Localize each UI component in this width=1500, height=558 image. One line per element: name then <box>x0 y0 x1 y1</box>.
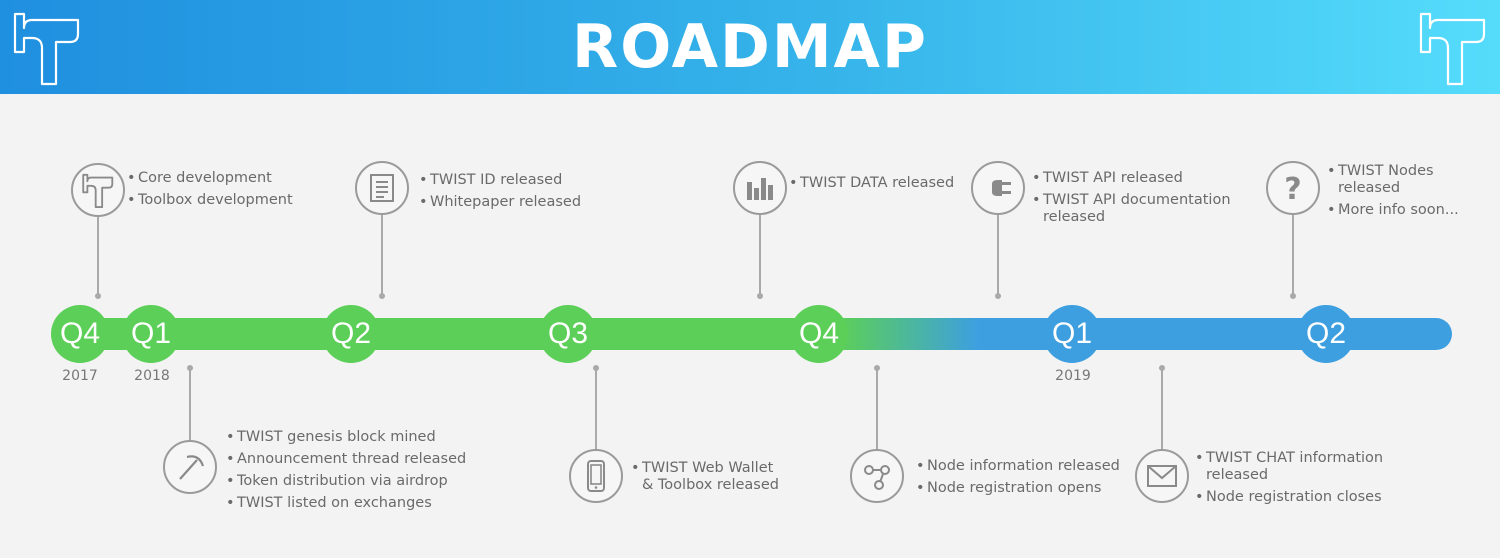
quarter-marker: Q2 <box>322 305 380 363</box>
connector-line <box>381 215 383 295</box>
timeline-track <box>60 318 1452 350</box>
plug-icon <box>984 180 1011 196</box>
connector-line <box>97 215 99 295</box>
milestone-item: TWIST API documentation released <box>1032 192 1231 226</box>
milestone-list: Core development Toolbox development <box>127 170 293 214</box>
connector-dot <box>757 293 763 299</box>
milestone-icon-circle <box>850 449 904 503</box>
envelope-icon <box>1147 465 1177 487</box>
year-label: 2018 <box>134 368 170 384</box>
milestone-list: TWIST Web Wallet & Toolbox released <box>631 460 779 499</box>
milestone-list: TWIST API released TWIST API documentati… <box>1032 170 1231 231</box>
question-mark-icon: ? <box>1284 172 1301 204</box>
svg-text:?: ? <box>1284 172 1301 204</box>
milestone-item: TWIST genesis block mined <box>226 429 466 446</box>
milestone-list: TWIST Nodes released More info soon... <box>1327 163 1459 224</box>
milestone-item: Toolbox development <box>127 192 293 209</box>
twist-logo-icon <box>82 173 114 208</box>
milestone-list: TWIST ID released Whitepaper released <box>419 172 581 216</box>
milestone-item: Node registration opens <box>916 480 1120 497</box>
milestone-item: Token distribution via airdrop <box>226 473 466 490</box>
year-label: 2019 <box>1055 368 1091 384</box>
node-network-icon <box>864 465 890 490</box>
connector-dot <box>95 293 101 299</box>
smartphone-icon <box>587 460 605 492</box>
milestone-list: TWIST genesis block mined Announcement t… <box>226 429 466 517</box>
header-banner: ROADMAP <box>0 0 1500 94</box>
milestone-item: TWIST listed on exchanges <box>226 495 466 512</box>
milestone-item: TWIST Web Wallet & Toolbox released <box>631 460 779 494</box>
milestone-item: More info soon... <box>1327 202 1459 219</box>
milestone-item: Core development <box>127 170 293 187</box>
connector-line <box>759 213 761 295</box>
milestone-list: Node information released Node registrat… <box>916 458 1120 502</box>
milestone-item: Node information released <box>916 458 1120 475</box>
twist-logo-icon <box>13 12 80 86</box>
milestone-item: TWIST Nodes released <box>1327 163 1459 197</box>
quarter-marker: Q4 <box>51 305 109 363</box>
milestone-item: TWIST CHAT information released <box>1195 450 1383 484</box>
connector-line <box>876 368 878 450</box>
milestone-item: TWIST API released <box>1032 170 1231 187</box>
milestone-icon-circle <box>971 161 1025 215</box>
quarter-marker: Q1 <box>122 305 180 363</box>
connector-line <box>1161 368 1163 450</box>
connector-dot <box>1290 293 1296 299</box>
bar-chart-icon <box>747 178 773 200</box>
connector-line <box>189 368 191 440</box>
quarter-marker: Q3 <box>539 305 597 363</box>
connector-line <box>997 215 999 295</box>
connector-dot <box>379 293 385 299</box>
milestone-item: TWIST DATA released <box>789 175 954 192</box>
connector-line <box>595 368 597 450</box>
quarter-marker: Q2 <box>1297 305 1355 363</box>
year-label: 2017 <box>62 368 98 384</box>
milestone-item: Node registration closes <box>1195 489 1383 506</box>
twist-logo-icon <box>1419 12 1486 86</box>
milestone-item: Announcement thread released <box>226 451 466 468</box>
quarter-marker: Q1 <box>1043 305 1101 363</box>
milestone-item: TWIST ID released <box>419 172 581 189</box>
connector-dot <box>995 293 1001 299</box>
milestone-icon-circle <box>733 161 787 215</box>
milestone-icon-circle <box>163 440 217 494</box>
milestone-icon-circle <box>355 161 409 215</box>
milestone-icon-circle <box>569 449 623 503</box>
milestone-list: TWIST DATA released <box>789 175 954 197</box>
document-icon <box>370 174 394 202</box>
milestone-item: Whitepaper released <box>419 194 581 211</box>
pickaxe-icon <box>179 455 205 480</box>
milestone-icon-circle <box>1135 449 1189 503</box>
page-title: ROADMAP <box>572 12 928 82</box>
milestone-icon-circle <box>71 163 125 217</box>
milestone-list: TWIST CHAT information released Node reg… <box>1195 450 1383 511</box>
milestone-icon-circle: ? <box>1266 161 1320 215</box>
quarter-marker: Q4 <box>790 305 848 363</box>
connector-line <box>1292 213 1294 295</box>
